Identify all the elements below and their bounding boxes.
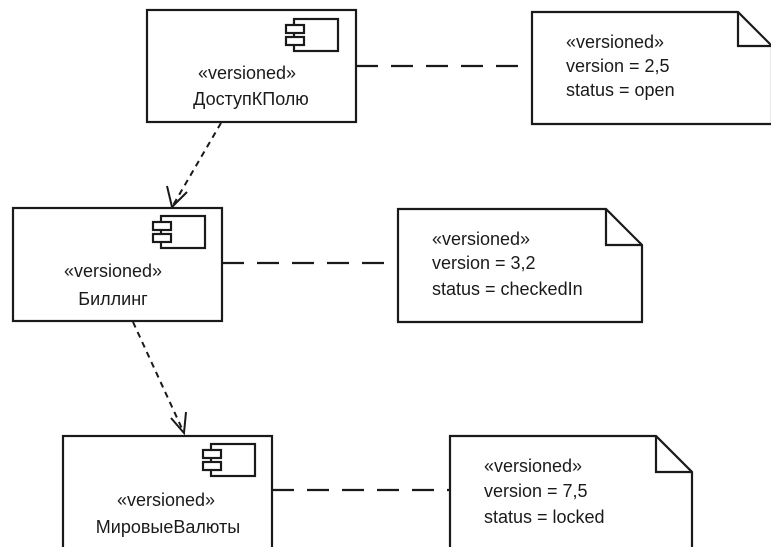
note-version-3[interactable]: «versioned» version = 7,5 status = locke… — [448, 434, 694, 547]
note-version: version = 2,5 — [566, 56, 670, 76]
component-billing[interactable]: «versioned» Биллинг — [11, 206, 224, 323]
note-status: status = open — [566, 80, 675, 100]
dependency-arrow-1 — [166, 122, 222, 209]
component-mirovye-valyuty[interactable]: «versioned» МировыеВалюты — [61, 434, 274, 547]
component-name: ДоступКПолю — [193, 89, 309, 109]
note-stereotype: «versioned» — [566, 32, 664, 52]
note-version: version = 7,5 — [484, 481, 588, 501]
note-status: status = checkedIn — [432, 279, 583, 299]
component-name: МировыеВалюты — [96, 517, 240, 537]
note-stereotype: «versioned» — [432, 229, 530, 249]
note-version-1[interactable]: «versioned» version = 2,5 status = open — [530, 10, 771, 126]
component-stereotype: «versioned» — [117, 490, 215, 510]
note-version-2[interactable]: «versioned» version = 3,2 status = check… — [396, 207, 644, 324]
dependency-arrow-2 — [132, 321, 187, 436]
note-status: status = locked — [484, 507, 605, 527]
note-version: version = 3,2 — [432, 253, 536, 273]
component-name: Биллинг — [78, 289, 148, 309]
component-dostupkpolyu[interactable]: «versioned» ДоступКПолю — [145, 8, 358, 124]
component-stereotype: «versioned» — [64, 261, 162, 281]
component-stereotype: «versioned» — [198, 63, 296, 83]
note-stereotype: «versioned» — [484, 456, 582, 476]
